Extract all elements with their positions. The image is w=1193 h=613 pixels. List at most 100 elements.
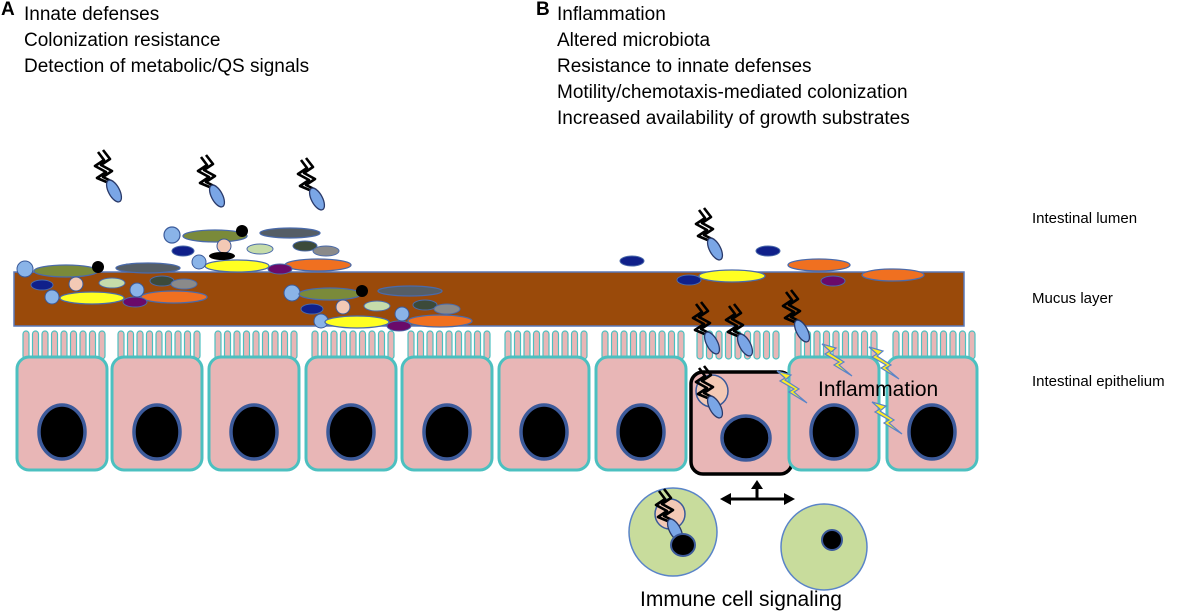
panel-b-item: Motility/chemotaxis-mediated colonizatio… (557, 82, 908, 103)
microvillus (261, 330, 270, 360)
pathogen-icon (196, 153, 229, 211)
microvillus (920, 330, 929, 360)
microvillus (648, 330, 657, 360)
microvillus (532, 330, 541, 360)
microvillus (377, 330, 386, 360)
microvillus (426, 330, 434, 360)
microvillus (483, 330, 491, 360)
cell-nucleus (326, 403, 376, 461)
pathogen-icon (93, 148, 126, 206)
microvillus (117, 330, 125, 360)
microvillus (892, 330, 900, 360)
microvillus (358, 330, 367, 360)
microvillus (677, 330, 685, 360)
microvillus (349, 330, 357, 360)
microvillus (949, 330, 957, 360)
cell-nucleus (616, 403, 666, 461)
microvillus (620, 330, 628, 360)
cell-nucleus (132, 403, 182, 461)
panel-a-item: Innate defenses (24, 4, 160, 25)
microvillus (901, 330, 910, 360)
microvillus (407, 330, 415, 360)
microvillus (136, 330, 144, 360)
microvillus (601, 330, 609, 360)
microvillus (164, 330, 173, 360)
microvillus (320, 330, 329, 360)
microvillus (762, 330, 771, 360)
microvillus (50, 330, 59, 360)
microvillus (60, 330, 68, 360)
microvillus (639, 330, 647, 360)
panel-a-item: Colonization resistance (24, 30, 221, 51)
microvillus (22, 330, 30, 360)
microvillus (242, 330, 251, 360)
cell-nucleus (907, 403, 957, 461)
microvillus (610, 330, 619, 360)
altered-microbiota-b (619, 245, 925, 287)
microvillus (724, 330, 733, 360)
microvillus (667, 330, 676, 360)
microvillus (387, 330, 395, 360)
microvillus (523, 330, 531, 360)
microvillus (339, 330, 348, 360)
microvillus (330, 330, 338, 360)
microvillus (473, 330, 482, 360)
microvillus (629, 330, 638, 360)
cell-nucleus (809, 403, 859, 461)
epithelial-cells (15, 355, 979, 476)
microvillus (183, 330, 192, 360)
pathogen-icon (296, 156, 329, 214)
microvillus (551, 330, 560, 360)
microvillus (252, 330, 260, 360)
microvillus (860, 330, 869, 360)
microvillus (504, 330, 512, 360)
microvillus (696, 330, 704, 360)
microvillus (41, 330, 49, 360)
pathogen-icon (694, 206, 727, 264)
microvillus (98, 330, 106, 360)
microvillus (69, 330, 78, 360)
label-intestinal-epithelium: Intestinal epithelium (1032, 373, 1165, 390)
microvillus (271, 330, 279, 360)
microvillus (311, 330, 319, 360)
signaling-arrows (720, 480, 795, 505)
panel-a-letter: A (1, 0, 15, 20)
label-intestinal-lumen: Intestinal lumen (1032, 210, 1138, 227)
panel-b-item: Increased availability of growth substra… (557, 108, 910, 129)
microvillus (813, 330, 821, 360)
panel-b-list: Inflammation Altered microbiota Resistan… (557, 2, 910, 132)
microvillus (193, 330, 201, 360)
cell-nucleus (422, 403, 472, 461)
immune-cells (628, 487, 868, 591)
cell-nucleus (720, 414, 772, 462)
microvillus (911, 330, 919, 360)
panel-a-list: Innate defenses Colonization resistance … (24, 2, 309, 80)
label-immune-cell-signaling: Immune cell signaling (640, 588, 842, 611)
microvillus (145, 330, 154, 360)
microvillus (126, 330, 135, 360)
microvillus (513, 330, 522, 360)
microvillus (445, 330, 453, 360)
epithelium (15, 330, 979, 476)
microvillus (658, 330, 666, 360)
microvillus (290, 330, 298, 360)
microvillus (580, 330, 588, 360)
microvillus (368, 330, 376, 360)
panel-b-letter: B (536, 0, 550, 20)
microvillus (280, 330, 289, 360)
label-inflammation: Inflammation (818, 378, 939, 401)
microvillus (214, 330, 222, 360)
microvillus (435, 330, 444, 360)
commensal-microbiota-a (16, 225, 473, 332)
microvillus (561, 330, 569, 360)
microvillus (772, 330, 780, 360)
microvillus (233, 330, 241, 360)
microvillus (958, 330, 967, 360)
microvillus (939, 330, 948, 360)
panel-a-item: Detection of metabolic/QS signals (24, 56, 310, 77)
microvillus (570, 330, 579, 360)
microvillus (930, 330, 938, 360)
microvillus (542, 330, 550, 360)
